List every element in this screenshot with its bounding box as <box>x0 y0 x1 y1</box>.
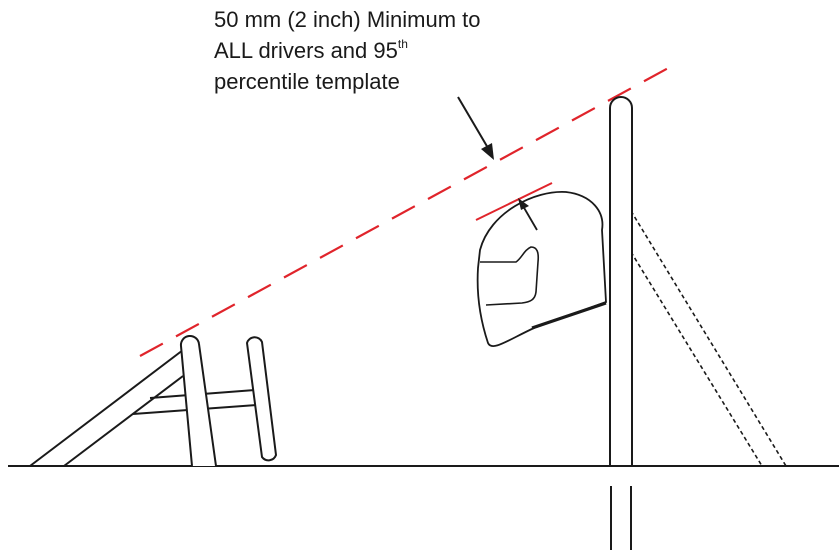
clearance-line <box>139 65 673 357</box>
annotation-line-1: 50 mm (2 inch) Minimum to <box>214 7 481 32</box>
helmet-clearance-arrow <box>522 205 538 231</box>
clearance-annotation: 50 mm (2 inch) Minimum to ALL drivers an… <box>214 4 574 97</box>
helmet-top-tangent <box>475 182 553 221</box>
annotation-line-3: percentile template <box>214 69 400 94</box>
front-brace-tube <box>63 375 184 467</box>
helmet-clearance-arrowhead <box>518 198 529 210</box>
steering-support <box>245 336 278 462</box>
main-hoop-brace <box>630 210 787 467</box>
annotation-line-2-text: ALL drivers and 95 <box>214 38 398 63</box>
front-brace-tube <box>29 349 184 467</box>
main-hoop-brace <box>630 251 763 467</box>
annotation-leader-arrowhead <box>481 143 494 160</box>
annotation-line-2: ALL drivers and 95th <box>214 35 574 66</box>
annotation-superscript: th <box>397 36 408 51</box>
front-hoop <box>179 335 217 467</box>
driver-helmet <box>476 191 607 348</box>
main-hoop <box>609 96 633 467</box>
annotation-leader-arrow <box>457 96 489 149</box>
